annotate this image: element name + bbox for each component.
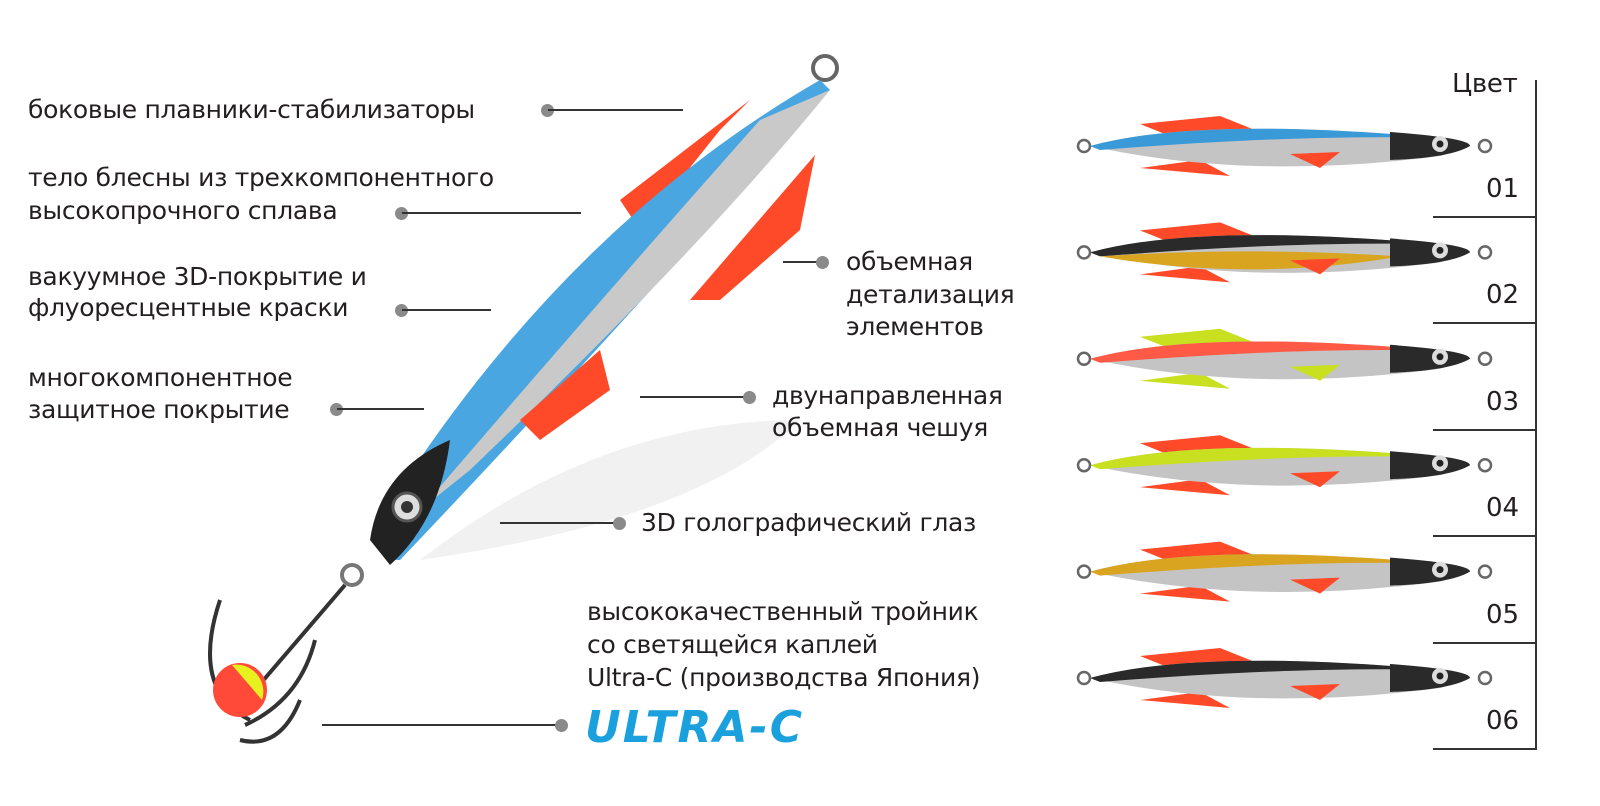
color-row-divider — [1433, 748, 1536, 750]
callout-line — [402, 309, 491, 311]
callout-dot — [816, 256, 829, 269]
feature-hook-2: со светящейся каплей — [587, 630, 878, 659]
callout-dot — [541, 104, 554, 117]
main-lure — [208, 54, 839, 744]
feature-protect-2: защитное покрытие — [28, 395, 290, 424]
color-code: 03 — [1486, 386, 1520, 417]
callout-dot — [330, 403, 343, 416]
feature-hook-3: Ultra-C (производства Япония) — [587, 663, 981, 692]
color-variant-lure[interactable] — [1076, 222, 1493, 283]
feature-scale-2: объемная чешуя — [772, 413, 988, 442]
color-row-divider — [1433, 535, 1536, 538]
feature-detail-2: детализация — [846, 280, 1015, 309]
feature-hook-1: высококачественный тройник — [587, 597, 979, 626]
color-variant-lure[interactable] — [1076, 328, 1493, 389]
callout-line — [500, 522, 620, 524]
feature-protect-1: многокомпонентное — [28, 363, 293, 392]
callout-dot — [395, 304, 408, 317]
color-row-divider — [1433, 322, 1536, 325]
color-code: 05 — [1486, 599, 1520, 630]
panel-divider — [1535, 80, 1537, 750]
callout-line — [548, 109, 683, 111]
color-row-divider — [1433, 216, 1536, 218]
callout-line — [640, 396, 750, 398]
color-variant-lure[interactable] — [1076, 648, 1493, 708]
color-panel-title: Цвет — [1452, 69, 1518, 99]
ultra-c-logo: ULTRA-C — [585, 702, 804, 753]
callout-line — [783, 261, 823, 263]
callout-dot — [613, 517, 626, 530]
feature-detail-3: элементов — [846, 312, 984, 341]
callout-dot — [555, 719, 568, 732]
feature-detail-1: объемная — [846, 247, 973, 276]
feature-eye: 3D голографический глаз — [641, 508, 977, 537]
callout-line — [337, 408, 424, 410]
feature-coating-1: вакуумное 3D-покрытие и — [28, 262, 367, 291]
feature-coating-2: флуоресцентные краски — [28, 293, 349, 322]
callout-dot — [743, 391, 756, 404]
color-code: 01 — [1486, 174, 1520, 204]
feature-body-1: тело блесны из трехкомпонентного — [28, 163, 494, 192]
callout-line — [322, 724, 562, 726]
feature-body-2: высокопрочного сплава — [28, 196, 338, 225]
color-variant-lure[interactable] — [1076, 541, 1493, 602]
callout-line — [402, 212, 581, 214]
color-variant-lure[interactable] — [1076, 435, 1493, 496]
color-code: 06 — [1486, 706, 1520, 736]
color-row-divider — [1433, 428, 1536, 431]
feature-fins: боковые плавники-стабилизаторы — [28, 95, 475, 124]
color-code: 02 — [1486, 280, 1520, 311]
feature-scale-1: двунаправленная — [772, 381, 1003, 410]
color-code: 04 — [1486, 493, 1520, 524]
callout-dot — [395, 207, 408, 220]
color-variant-lure[interactable] — [1076, 116, 1493, 176]
color-row-divider — [1433, 641, 1536, 644]
